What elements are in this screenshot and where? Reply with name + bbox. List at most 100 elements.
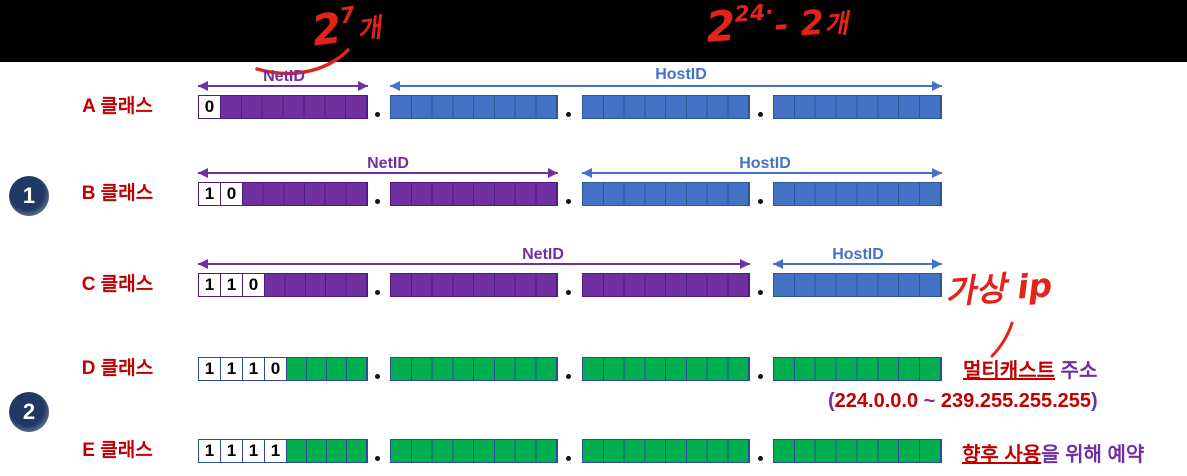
class-b-octet-1: 1 0 <box>198 182 368 206</box>
class-c-octet-3 <box>582 273 750 297</box>
class-a-octet-2 <box>390 95 558 119</box>
class-c-label: C 클래스 <box>81 274 154 295</box>
octet-separator-dot <box>566 199 571 204</box>
reserved-label: 향후 사용 <box>962 444 1042 466</box>
octet-bit-grid <box>774 358 941 380</box>
class-a-label: A 클래스 <box>82 96 153 117</box>
formula-rest: - 2 <box>773 2 826 47</box>
bit-cell: 1 <box>221 440 243 462</box>
bit-cell: 0 <box>265 358 287 380</box>
bit-cell: 1 <box>199 440 221 462</box>
class-d-octet-2 <box>390 357 558 381</box>
bit-cell: 1 <box>221 358 243 380</box>
octet-bit-grid <box>391 440 557 462</box>
multicast-label-rest: 주소 <box>1055 360 1098 382</box>
octet-separator-dot <box>375 112 380 117</box>
octet-bit-grid <box>583 274 749 296</box>
class-b-netid-label: NetID <box>367 155 409 172</box>
class-d-octet-4 <box>773 357 942 381</box>
octet-separator-dot <box>758 290 763 295</box>
top-black-bar <box>0 0 1187 62</box>
octet-separator-dot <box>375 199 380 204</box>
marker-1-number: 1 <box>22 183 36 208</box>
formula-unit: 개 <box>823 9 850 41</box>
range-paren-close: ) <box>1091 390 1098 412</box>
class-a-hostid-label: HostID <box>655 66 707 83</box>
octet-separator-dot <box>566 290 571 295</box>
reserved-label-rest: 을 위해 예약 <box>1041 444 1145 466</box>
octet-bit-grid <box>221 96 367 118</box>
octet-bit-grid <box>243 183 367 205</box>
class-a-octet-1: 0 <box>198 95 368 119</box>
formula-exponent: 7 <box>338 2 357 30</box>
class-c-hostid-label: HostID <box>832 246 884 263</box>
class-a-netid-label: NetID <box>263 68 305 85</box>
formula-unit: 개 <box>355 13 384 47</box>
class-a-netid-arrow <box>198 81 368 91</box>
octet-bit-grid <box>774 274 941 296</box>
octet-separator-dot <box>758 374 763 379</box>
class-e-note: 향후 사용을 위해 예약 <box>962 438 1144 467</box>
class-e-octet-2 <box>390 439 558 463</box>
octet-separator-dot <box>758 456 763 461</box>
class-e-octet-1: 1 1 1 1 <box>198 439 368 463</box>
bit-cell: 1 <box>221 274 243 296</box>
class-d-range: (224.0.0.0 ~ 239.255.255.255) <box>828 390 1098 413</box>
class-c-octet-1: 1 1 0 <box>198 273 368 297</box>
class-d-octet-3 <box>582 357 750 381</box>
octet-bit-grid <box>391 183 557 205</box>
class-e-octet-4 <box>773 439 942 463</box>
bit-cell: 0 <box>199 96 221 118</box>
bit-cell: 0 <box>243 274 265 296</box>
marker-1-badge: 1 <box>9 176 49 216</box>
bit-cell: 1 <box>199 274 221 296</box>
range-to: 239.255.255.255 <box>940 390 1092 412</box>
octet-separator-dot <box>566 374 571 379</box>
handwritten-virtual-ip: 가상 ip <box>943 265 1054 312</box>
octet-bit-grid <box>391 358 557 380</box>
marker-2-number: 2 <box>22 399 36 424</box>
octet-separator-dot <box>375 456 380 461</box>
class-d-octet-1: 1 1 1 0 <box>198 357 368 381</box>
class-d-label: D 클래스 <box>81 358 154 379</box>
class-b-hostid-label: HostID <box>739 155 791 172</box>
octet-separator-dot <box>566 112 571 117</box>
octet-bit-grid <box>391 274 557 296</box>
class-a-octet-4 <box>773 95 942 119</box>
range-from: 224.0.0.0 <box>834 390 919 412</box>
handwritten-pointer-stroke <box>990 321 1014 358</box>
class-a-octet-3 <box>582 95 750 119</box>
octet-separator-dot <box>566 456 571 461</box>
marker-2-badge: 2 <box>9 392 49 432</box>
octet-bit-grid <box>774 183 941 205</box>
multicast-label: 멀티캐스트 <box>963 360 1055 382</box>
bit-cell: 1 <box>243 358 265 380</box>
class-e-label: E 클래스 <box>82 440 153 461</box>
class-d-note: 멀티캐스트 주소 <box>963 354 1097 383</box>
class-c-octet-2 <box>390 273 558 297</box>
octet-bit-grid <box>583 358 749 380</box>
octet-bit-grid <box>287 440 367 462</box>
octet-bit-grid <box>774 96 941 118</box>
class-c-netid-arrow <box>198 259 750 269</box>
class-b-octet-4 <box>773 182 942 206</box>
class-a-hostid-arrow <box>390 81 942 91</box>
octet-bit-grid <box>265 274 367 296</box>
bit-cell: 1 <box>199 358 221 380</box>
octet-separator-dot <box>375 290 380 295</box>
bit-cell: 0 <box>221 183 243 205</box>
octet-separator-dot <box>758 199 763 204</box>
octet-separator-dot <box>758 112 763 117</box>
class-b-octet-3 <box>582 182 750 206</box>
octet-bit-grid <box>583 96 749 118</box>
formula-base: 2 <box>704 0 738 52</box>
range-tilde: ~ <box>918 390 941 412</box>
range-paren-open: ( <box>828 390 835 412</box>
class-b-netid-arrow <box>198 168 558 178</box>
octet-bit-grid <box>583 183 749 205</box>
formula-exponent: 24· <box>733 0 775 28</box>
bit-cell: 1 <box>199 183 221 205</box>
bit-cell: 1 <box>243 440 265 462</box>
octet-separator-dot <box>375 374 380 379</box>
